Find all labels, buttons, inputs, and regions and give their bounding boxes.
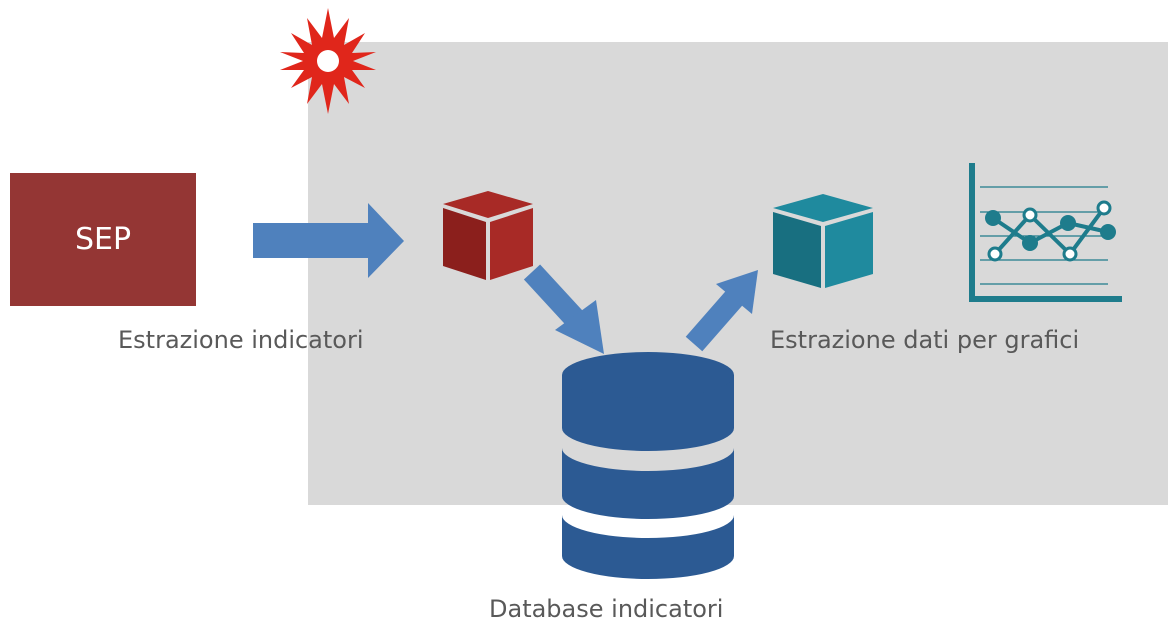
teal-cube-icon [773,194,873,288]
database-icon [562,352,734,579]
arrow-from-database [685,270,758,352]
starburst-icon [280,8,376,114]
extraction-label: Estrazione indicatori [118,326,364,354]
database-label: Database indicatori [489,595,724,623]
processing-area [308,42,1168,505]
arrow-to-database [523,264,604,354]
line-chart-icon [969,163,1122,302]
sep-source-box: SEP [10,173,196,306]
chart-data-label: Estrazione dati per grafici [770,326,1080,354]
arrow-sep-to-extraction [253,203,404,278]
red-cube-icon [443,191,533,280]
sep-label: SEP [74,222,132,257]
